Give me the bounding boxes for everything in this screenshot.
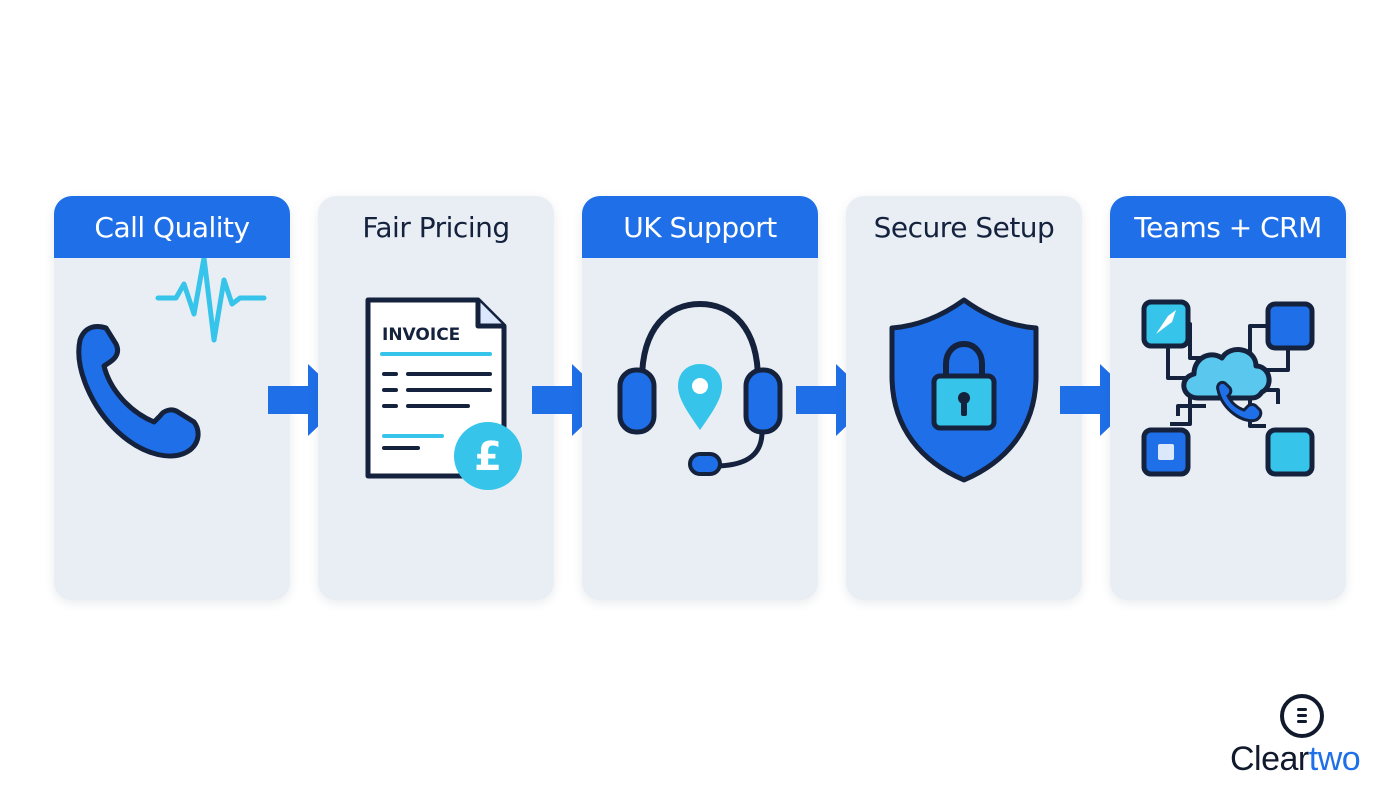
- step-title-uk-support: UK Support: [582, 196, 818, 258]
- brand-name: Cleartwo: [1230, 740, 1361, 779]
- step-title-secure-setup: Secure Setup: [873, 210, 1055, 244]
- shield-lock-icon: [846, 258, 1082, 600]
- pound-symbol: £: [474, 434, 502, 480]
- step-title-fair-pricing: Fair Pricing: [362, 210, 510, 244]
- cloud-integration-network-icon: [1110, 258, 1346, 600]
- brand-name-part1: Clear: [1230, 740, 1309, 778]
- step-card-teams-crm: Teams + CRM: [1110, 196, 1346, 600]
- step-title-teams-crm: Teams + CRM: [1110, 196, 1346, 258]
- step-card-uk-support: UK Support: [582, 196, 818, 600]
- phone-waveform-icon: [54, 258, 290, 600]
- headset-location-icon: [582, 258, 818, 600]
- brand-name-part2: two: [1308, 740, 1361, 778]
- step-card-call-quality: Call Quality: [54, 196, 290, 600]
- step-card-secure-setup: Secure Setup: [846, 196, 1082, 600]
- brand: Cleartwo: [1226, 690, 1386, 790]
- step-card-fair-pricing: Fair Pricing INVOICE £: [318, 196, 554, 600]
- step-title-call-quality: Call Quality: [54, 196, 290, 258]
- invoice-label: INVOICE: [382, 325, 460, 345]
- cleartwo-logo-icon: [1280, 694, 1324, 738]
- invoice-pound-icon: INVOICE £: [318, 258, 554, 600]
